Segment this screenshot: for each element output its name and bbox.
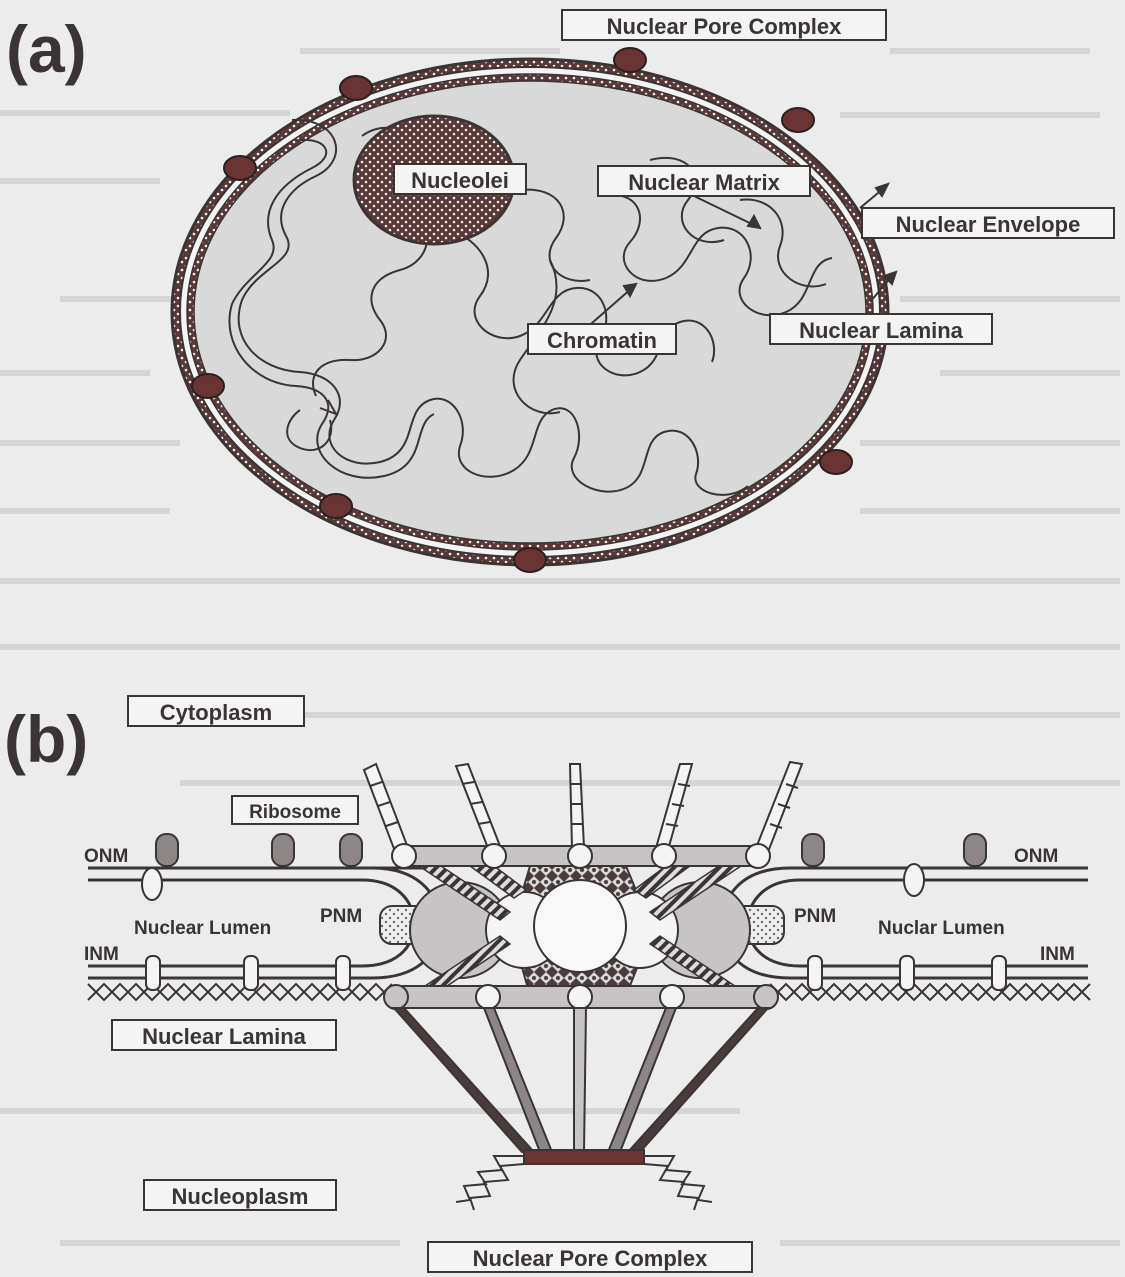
label-ribosome: Ribosome bbox=[232, 796, 358, 824]
panel-a-letter: (a) bbox=[6, 12, 87, 86]
label-nuclear-lamina-b: Nuclear Lamina bbox=[112, 1020, 336, 1050]
ribosome bbox=[340, 834, 362, 866]
ribosome bbox=[272, 834, 294, 866]
pore-complex bbox=[192, 374, 224, 398]
label-cytoplasm: Cytoplasm bbox=[128, 696, 304, 726]
label-inm-right: INM bbox=[1040, 944, 1075, 965]
label-nuclear-matrix: Nuclear Matrix bbox=[598, 166, 810, 196]
label-npc-top: Nuclear Pore Complex bbox=[562, 10, 886, 40]
pore-complex bbox=[320, 494, 352, 518]
svg-text:Nucleolei: Nucleolei bbox=[411, 168, 509, 193]
nucleus-cell bbox=[172, 48, 896, 572]
pore-complex bbox=[782, 108, 814, 132]
svg-text:Nuclear Envelope: Nuclear Envelope bbox=[896, 212, 1081, 237]
label-nuclear-lumen-left: Nuclear Lumen bbox=[134, 918, 271, 939]
label-nuclear-lumen-right: Nuclar Lumen bbox=[878, 918, 1005, 939]
label-inm-left: INM bbox=[84, 944, 119, 965]
label-pnm-left: PNM bbox=[320, 906, 362, 927]
label-nucleoplasm: Nucleoplasm bbox=[144, 1180, 336, 1210]
panel-b-letter: (b) bbox=[4, 702, 88, 776]
label-onm-right: ONM bbox=[1014, 846, 1058, 867]
svg-text:Ribosome: Ribosome bbox=[249, 802, 341, 823]
npc-detail bbox=[364, 762, 802, 1210]
label-chromatin: Chromatin bbox=[528, 324, 676, 354]
pore-complex bbox=[514, 548, 546, 572]
label-nuclear-lamina-a: Nuclear Lamina bbox=[770, 314, 992, 344]
label-nucleolei: Nucleolei bbox=[394, 164, 526, 194]
svg-text:Nuclear Matrix: Nuclear Matrix bbox=[628, 170, 780, 195]
ribosome bbox=[802, 834, 824, 866]
svg-text:Nuclear Lamina: Nuclear Lamina bbox=[142, 1024, 307, 1049]
nuclear-matrix bbox=[194, 81, 866, 543]
svg-text:Nuclear Pore Complex: Nuclear Pore Complex bbox=[473, 1246, 709, 1271]
ribosome bbox=[156, 834, 178, 866]
pore-complex bbox=[224, 156, 256, 180]
svg-text:Chromatin: Chromatin bbox=[547, 328, 657, 353]
svg-text:Nucleoplasm: Nucleoplasm bbox=[172, 1184, 309, 1209]
label-onm-left: ONM bbox=[84, 846, 128, 867]
label-nuclear-envelope: Nuclear Envelope bbox=[862, 208, 1114, 238]
pore-complex bbox=[340, 76, 372, 100]
ribosome bbox=[964, 834, 986, 866]
pore-complex bbox=[820, 450, 852, 474]
svg-text:Cytoplasm: Cytoplasm bbox=[160, 700, 272, 725]
label-pnm-right: PNM bbox=[794, 906, 836, 927]
svg-text:Nuclear Pore Complex: Nuclear Pore Complex bbox=[607, 14, 843, 39]
svg-text:Nuclear Lamina: Nuclear Lamina bbox=[799, 318, 964, 343]
label-npc-bottom: Nuclear Pore Complex bbox=[428, 1242, 752, 1272]
pore-complex bbox=[614, 48, 646, 72]
